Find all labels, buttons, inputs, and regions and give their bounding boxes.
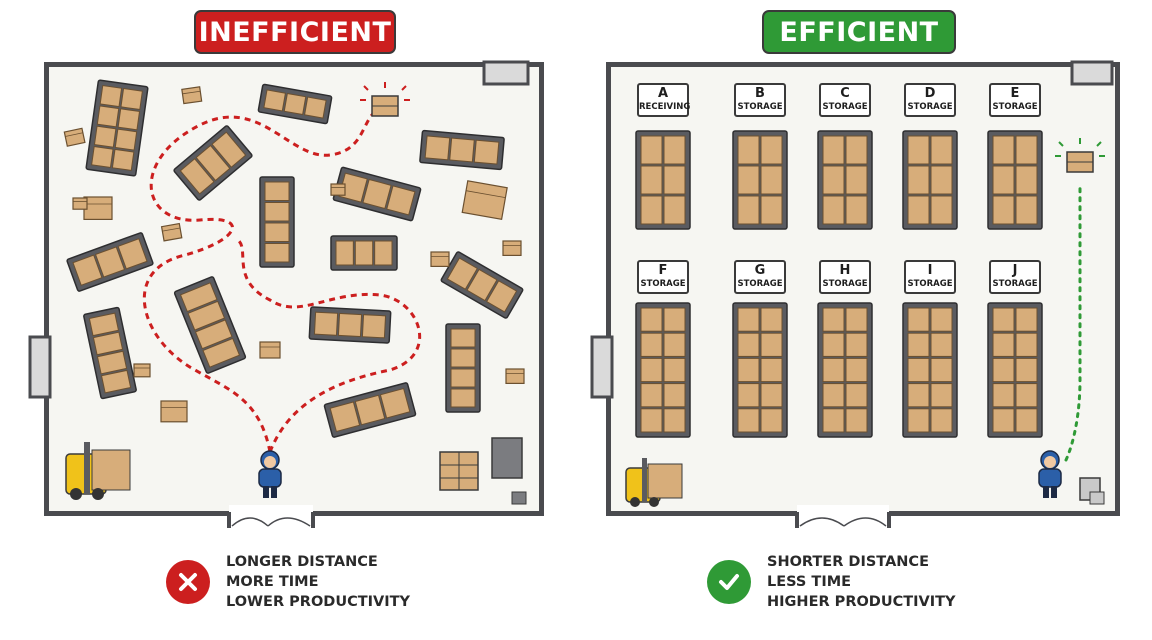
rack-scattered [173,125,253,201]
rack-scattered [85,79,149,177]
rack-zone: STORAGE [822,102,868,112]
rack-zone: STORAGE [737,102,783,112]
rack-scattered [332,166,422,222]
organized-racks [635,130,1043,438]
target-item-left [360,82,410,117]
rack-organized [902,302,958,438]
rack-organized [987,302,1043,438]
loose-box [160,400,188,423]
rack-zone: STORAGE [737,279,783,289]
summary-item: SHORTER DISTANCE [767,554,929,570]
forklift-left-icon [65,442,131,500]
rack-zone: STORAGE [640,279,686,289]
rack-scattered [330,235,398,271]
loose-box [430,251,450,267]
target-item-right [1055,138,1105,173]
loose-box [502,240,522,256]
rack-letter: E [1010,86,1020,101]
loose-box [330,183,346,196]
rack-letter: A [657,86,669,101]
pallet-stack-left [439,437,527,505]
rack-letter: C [840,86,850,101]
inefficient-route [142,106,421,453]
rack-organized [732,130,788,230]
rack-scattered [323,382,417,438]
rack-scattered [440,251,524,319]
worker-left-icon [258,450,282,498]
rack-organized [987,130,1043,230]
loose-box [83,196,113,220]
loose-box [63,127,86,147]
check-circle-icon [707,560,751,604]
rack-letter: I [927,263,933,278]
rack-scattered [259,176,295,268]
rack-zone: STORAGE [992,102,1038,112]
rack-scattered [83,306,137,400]
loose-box [461,180,508,220]
right-walls [590,60,1114,528]
rack-organized [817,302,873,438]
left-walls [28,60,530,528]
loose-box [259,341,281,359]
rack-letter: J [1012,263,1018,278]
rack-letter: H [839,263,851,278]
rack-scattered [66,232,154,292]
rack-zone: STORAGE [907,102,953,112]
inefficient-title: INEFFICIENT [194,10,396,54]
x-circle-icon [166,560,210,604]
summary-item: LESS TIME [767,574,852,590]
rack-organized [902,130,958,230]
summary-item: HIGHER PRODUCTIVITY [767,594,956,610]
summary-item: LOWER PRODUCTIVITY [226,594,411,610]
rack-letter: G [754,263,766,278]
forklift-right-icon [625,458,683,507]
rack-zone: STORAGE [992,279,1038,289]
rack-letter: B [755,86,765,101]
rack-organized [817,130,873,230]
efficient-title: EFFICIENT [762,10,956,54]
summary-item: LONGER DISTANCE [226,554,378,570]
rack-letter: D [924,86,936,101]
rack-zone: RECEIVING [639,102,691,112]
inefficient-summary: LONGER DISTANCE MORE TIME LOWER PRODUCTI… [166,552,410,612]
rack-scattered [308,306,392,344]
rack-letter: F [658,263,668,278]
scattered-racks [63,79,525,438]
rack-scattered [173,276,247,374]
rack-scattered [445,323,481,413]
summary-item: MORE TIME [226,574,319,590]
loose-box [133,363,151,378]
rack-zone: STORAGE [822,279,868,289]
rack-organized [732,302,788,438]
worker-right-icon [1038,450,1062,498]
loose-box [160,222,183,242]
rack-zone: STORAGE [907,279,953,289]
pallet-stack-right [1079,477,1105,505]
rack-organized [635,130,691,230]
efficient-summary: SHORTER DISTANCE LESS TIME HIGHER PRODUC… [707,552,956,612]
loose-box [72,197,88,210]
rack-scattered [257,83,333,125]
loose-box [505,368,525,384]
efficient-route [1064,183,1082,462]
loose-box [181,86,203,105]
rack-organized [635,302,691,438]
rack-scattered [419,129,505,171]
